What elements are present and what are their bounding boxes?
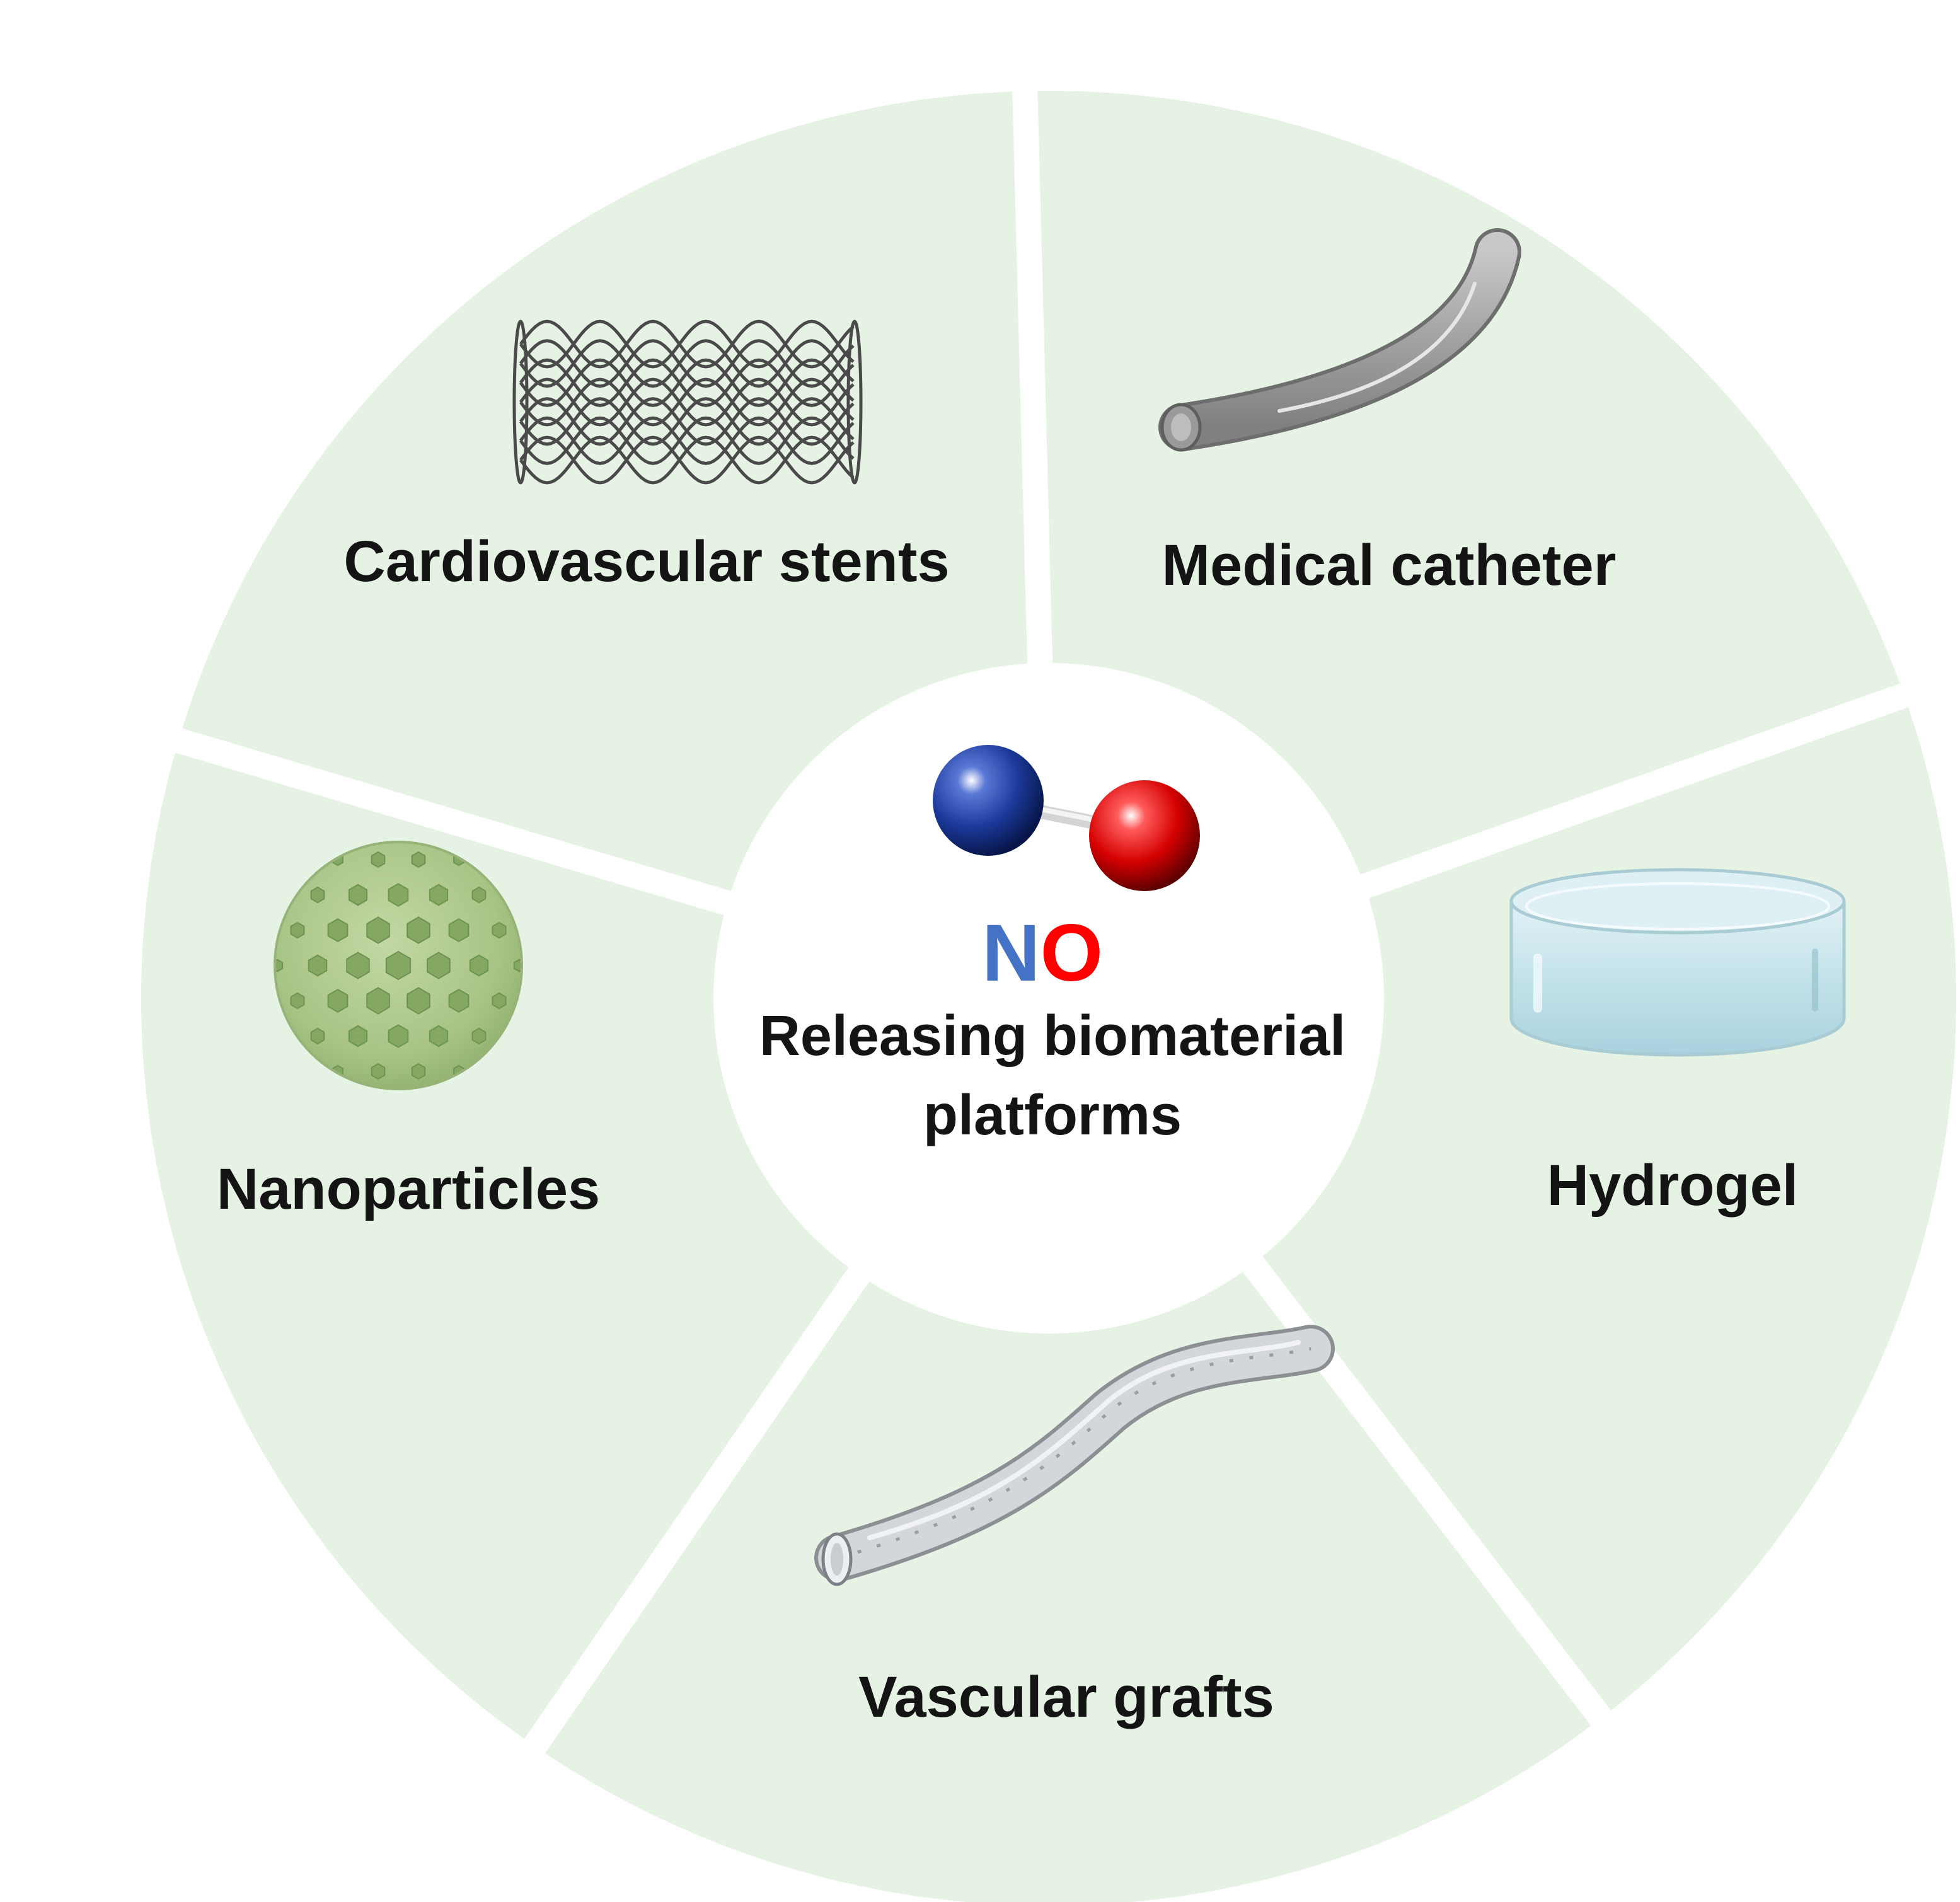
nanoparticle-pore xyxy=(385,950,412,981)
nanoparticle-pore xyxy=(492,992,507,1010)
nanoparticle-pore xyxy=(429,1025,449,1047)
nanoparticle-pore xyxy=(448,918,470,942)
no-formula-o: O xyxy=(1040,908,1103,998)
label-cardiovascular-stents: Cardiovascular stents xyxy=(343,529,949,594)
nanoparticle-pore xyxy=(327,918,349,942)
nanoparticle-pore xyxy=(310,1027,325,1045)
nanoparticle-pore xyxy=(471,886,487,904)
stent-strand xyxy=(519,435,855,485)
nanoparticle-pore xyxy=(310,886,325,904)
nanoparticle-pore xyxy=(366,916,390,944)
nanoparticle-pore xyxy=(406,987,430,1015)
vascular-graft-icon xyxy=(814,1325,1335,1586)
no-formula: NO xyxy=(982,908,1103,998)
stent-strand xyxy=(519,358,855,407)
nanoparticle-pore xyxy=(492,921,507,939)
center-disc xyxy=(713,663,1384,1334)
nanoparticle-pore xyxy=(366,987,390,1015)
label-medical-catheter: Medical catheter xyxy=(1162,533,1617,597)
nanoparticle-pore xyxy=(348,884,368,906)
nanoparticle-pore xyxy=(406,916,430,944)
catheter-tube-icon xyxy=(1158,228,1521,452)
nanoparticle-pore xyxy=(448,989,470,1013)
nanoparticle-pore xyxy=(290,921,305,939)
label-hydrogel: Hydrogel xyxy=(1547,1153,1799,1218)
nanoparticle-pore xyxy=(290,992,305,1010)
label-nanoparticles: Nanoparticles xyxy=(217,1157,600,1221)
stent-strand xyxy=(519,378,855,427)
nanoparticle-pore xyxy=(348,1025,368,1047)
stent-strand xyxy=(519,397,855,446)
nanoparticle-pore xyxy=(388,1024,409,1048)
nanoparticle-pore xyxy=(327,989,349,1013)
center-caption-line2: platforms xyxy=(923,1084,1182,1147)
oxygen-atom xyxy=(1089,780,1200,891)
nanoparticle-pore xyxy=(371,851,386,868)
stent-strand xyxy=(519,320,855,369)
stent-strand xyxy=(519,416,855,465)
stent-end-ring xyxy=(512,320,529,485)
stent-end-ring xyxy=(846,320,863,485)
center-caption-line1: Releasing biomaterial xyxy=(759,1005,1346,1068)
nanoparticle-pore xyxy=(469,954,489,977)
stent-strand xyxy=(519,339,855,388)
nanoparticle-pore xyxy=(308,954,328,977)
stent-strand xyxy=(519,435,855,485)
nanoparticle-pore xyxy=(275,959,284,972)
stent-mesh-icon xyxy=(512,320,863,485)
label-vascular-grafts: Vascular grafts xyxy=(858,1665,1274,1729)
no-molecule-icon xyxy=(933,745,1200,891)
nitrogen-atom xyxy=(933,745,1044,856)
no-formula-n: N xyxy=(982,908,1040,998)
nanoparticle-pore xyxy=(427,952,451,979)
nanoparticle-pore xyxy=(471,1027,487,1045)
nanoparticle-pore xyxy=(371,1063,386,1080)
nanoparticle-pore xyxy=(346,952,370,979)
nanoparticle-sphere-icon xyxy=(274,841,523,1090)
nanoparticle-pore xyxy=(411,1063,426,1080)
hydrogel-disc-icon xyxy=(1509,868,1846,1057)
nanoparticle-pore xyxy=(388,883,409,907)
nanoparticle-pore xyxy=(429,884,449,906)
nanoparticle-pore xyxy=(411,851,426,868)
nanoparticle-pore xyxy=(513,959,522,972)
